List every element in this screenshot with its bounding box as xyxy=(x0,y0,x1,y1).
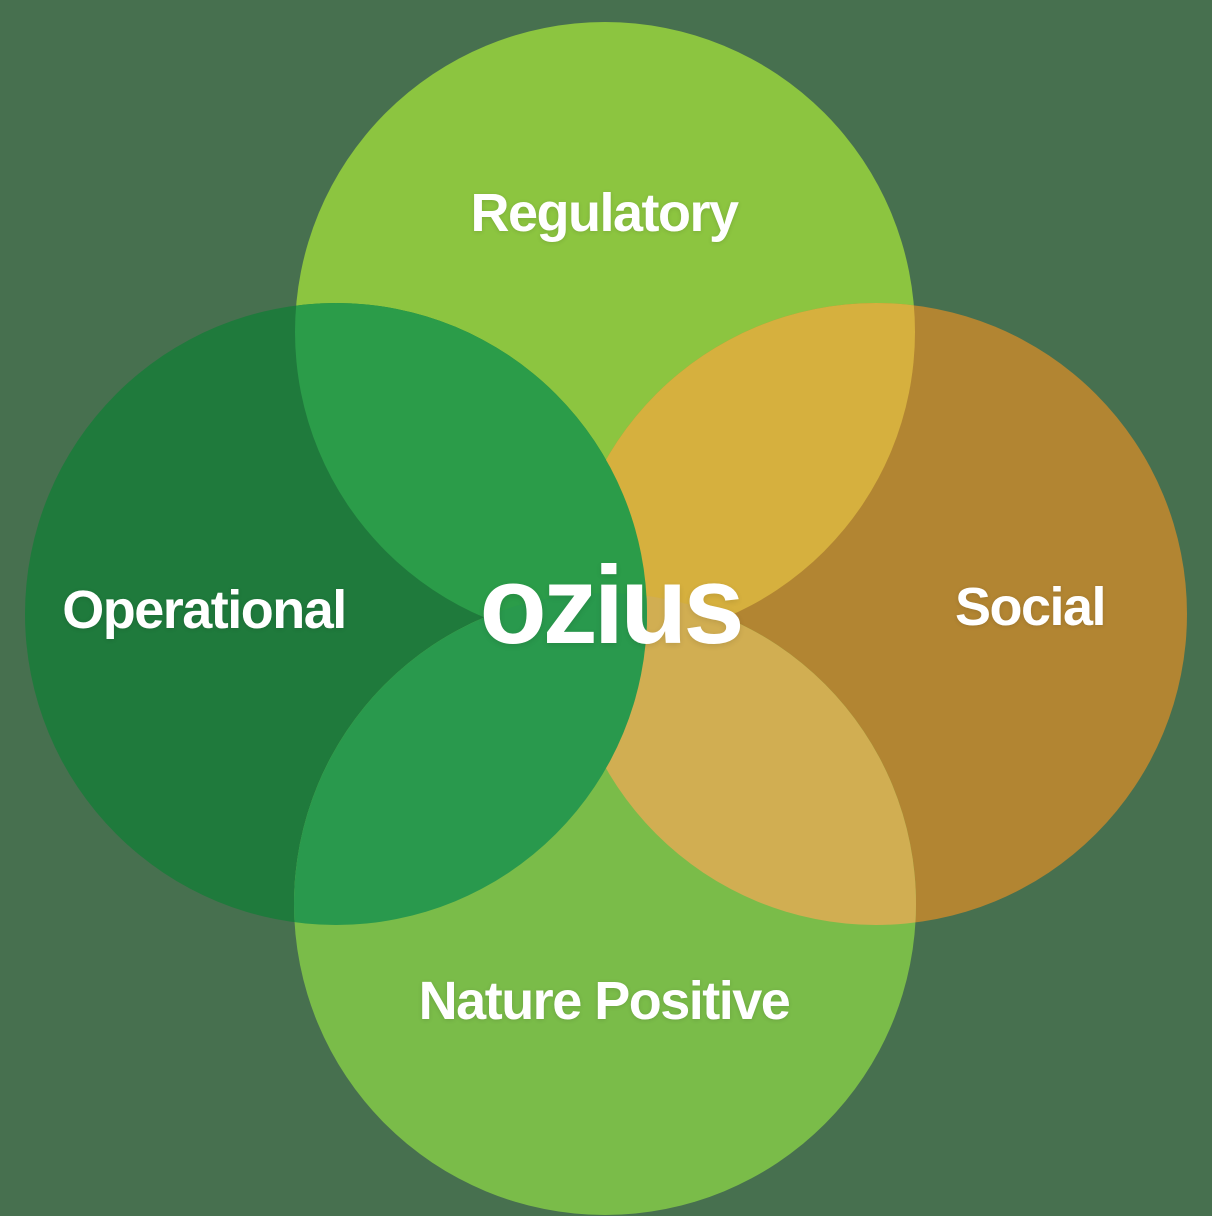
circle-label-regulatory: Regulatory xyxy=(470,183,739,243)
ozius-wordmark: ozius xyxy=(479,544,744,667)
circle-label-social: Social xyxy=(954,577,1107,637)
circle-label-nature-positive: Nature Positive xyxy=(418,971,791,1031)
circle-label-operational: Operational xyxy=(62,580,347,640)
